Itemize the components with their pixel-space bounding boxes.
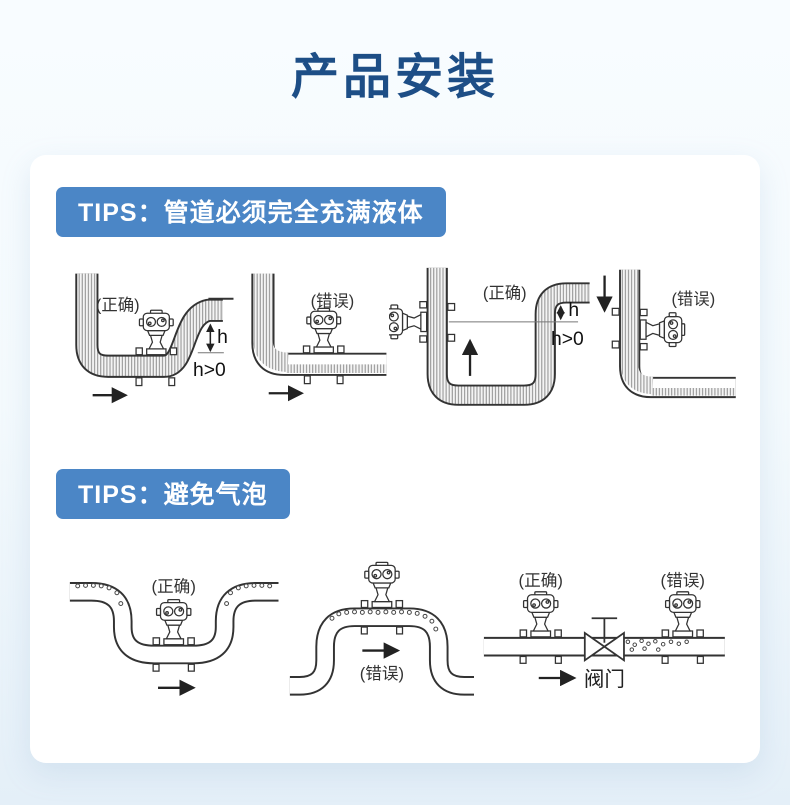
flange-bolt: [187, 663, 195, 672]
diagram-label-right: (错误): [661, 571, 705, 590]
flowmeter-sensor-icon: [135, 309, 178, 356]
flange-bolt: [396, 626, 404, 635]
diagram-label: (错误): [672, 290, 716, 308]
flowmeter-sensor-icon: [388, 300, 428, 343]
flowmeter-sensor-icon: [152, 598, 195, 646]
valve-icon: [584, 617, 626, 662]
h-label: h: [217, 327, 228, 348]
diagram-valve-position: (正确) (错误) 阀门: [484, 571, 726, 691]
tip-banner-avoid-bubbles-text: TIPS：避免气泡: [78, 480, 268, 509]
flowmeter-sensor-icon: [303, 307, 346, 354]
flange-bolt: [135, 377, 143, 386]
page-title: 产品安装: [290, 51, 499, 104]
flange-bolt: [361, 626, 369, 635]
valve-label: 阀门: [584, 668, 625, 691]
diagram-label: (错误): [360, 664, 404, 683]
diagram-high-point-wrong: (错误): [290, 561, 475, 696]
diagram-label: (正确): [96, 296, 140, 314]
diagram-rise-to-outlet-correct: (正确) h h>0: [75, 273, 234, 404]
tip-banner-full-pipe-text: TIPS：管道必须完全充满液体: [78, 198, 424, 227]
flange-bolt: [519, 655, 527, 664]
diagram-vertical-down-wrong: (错误): [596, 269, 737, 398]
diagram-row-1: (正确) h h>0 (错误): [56, 257, 738, 435]
diagram-label: (正确): [152, 577, 196, 596]
flange-bolt: [611, 307, 620, 316]
flowmeter-sensor-icon: [639, 308, 686, 351]
h-condition-label: h>0: [193, 360, 226, 381]
bubbles: [75, 582, 273, 606]
h-label: h: [568, 300, 579, 321]
diagram-low-point-correct: (正确): [69, 577, 279, 696]
flowmeter-sensor-icon: [661, 590, 705, 638]
diagram-label: (正确): [483, 285, 527, 303]
diagram-row-2: (正确): [56, 555, 738, 705]
bubbles: [329, 609, 439, 632]
flange-bolt: [447, 333, 456, 342]
tip-banner-full-pipe: TIPS：管道必须完全充满液体: [56, 186, 446, 237]
diagram-vertical-up-correct: (正确) h h>0: [388, 267, 590, 406]
flange-bolt: [304, 375, 312, 385]
flange-bolt: [555, 655, 563, 664]
flange-bolt: [152, 663, 160, 672]
flowmeter-sensor-icon: [519, 590, 563, 638]
bubbles: [625, 638, 690, 652]
flowmeter-sensor-icon: [361, 561, 404, 608]
installation-card: TIPS：管道必须完全充满液体 (正确) h h>0: [30, 154, 760, 763]
flange-bolt: [168, 377, 176, 386]
flange-bolt: [447, 302, 456, 311]
h-condition-label: h>0: [551, 329, 584, 350]
flange-bolt: [337, 375, 345, 385]
flange-bolt: [661, 655, 669, 664]
diagram-label-left: (正确): [519, 571, 563, 590]
flange-bolt: [611, 340, 620, 349]
diagram-label: (错误): [311, 292, 355, 310]
tip-banner-avoid-bubbles: TIPS：避免气泡: [56, 468, 290, 519]
diagram-partially-filled-wrong: (错误): [251, 273, 387, 402]
flange-bolt: [697, 655, 705, 664]
